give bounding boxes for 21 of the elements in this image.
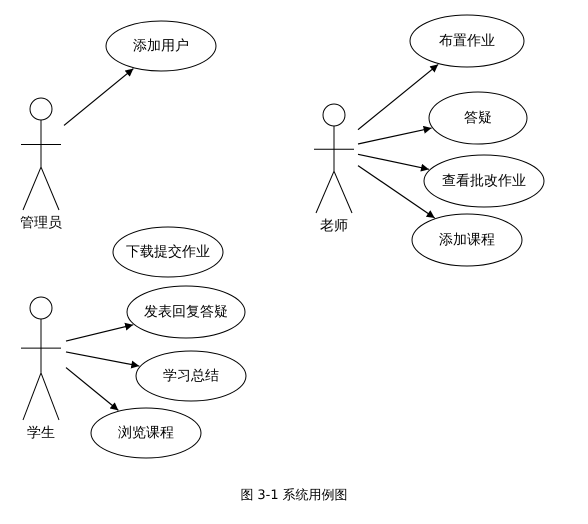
use-case-label: 布置作业 [438, 32, 496, 50]
use-case-label: 答疑 [463, 109, 493, 127]
use-case-label: 添加用户 [132, 37, 190, 55]
arrow [66, 322, 134, 342]
actor-label: 学生 [26, 424, 56, 442]
figure-caption: 图 3-1 系统用例图 [240, 487, 348, 504]
arrow [66, 351, 140, 368]
arrow [358, 126, 432, 145]
arrow [66, 367, 119, 411]
arrow [358, 154, 430, 172]
use-case-label: 发表回复答疑 [143, 303, 229, 321]
arrow [358, 165, 436, 218]
actor-label: 老师 [319, 217, 349, 235]
arrow [358, 64, 439, 130]
use-case-label: 浏览课程 [117, 424, 175, 442]
arrow [64, 68, 134, 126]
actor-label: 管理员 [19, 214, 63, 232]
use-case-label: 查看批改作业 [441, 172, 527, 190]
use-case-label: 学习总结 [162, 367, 220, 385]
use-case-label: 添加课程 [438, 231, 496, 249]
use-case-label: 下载提交作业 [125, 243, 211, 261]
